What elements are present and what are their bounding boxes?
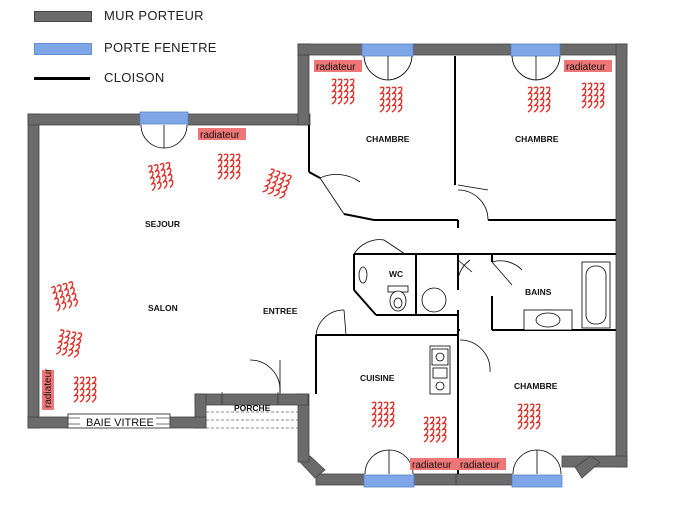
radiator-cuisine [410, 458, 458, 470]
room-label-chambre-1: CHAMBRE [366, 134, 410, 144]
radiator-label: radiateur [566, 62, 606, 73]
radiator-label: radiateur [43, 368, 54, 408]
heat-wave-icon [379, 86, 403, 113]
room-label-chambre-2: CHAMBRE [515, 134, 559, 144]
radiator-sejour [198, 128, 246, 140]
room-label-cuisine: CUISINE [360, 373, 395, 383]
sink-icon [358, 266, 573, 331]
room-label-bains: BAINS [525, 287, 552, 297]
heat-wave-icon [73, 376, 97, 403]
heat-wave-icon [55, 329, 83, 358]
radiator-salon [42, 370, 54, 410]
radiator-label: radiateur [200, 130, 240, 141]
room-label-entree: ENTREE [263, 306, 298, 316]
legend-label-cloison: CLOISON [104, 70, 165, 85]
baie-vitree-label: BAIE VITREE [86, 417, 154, 429]
door-swing-icon [140, 55, 562, 475]
heat-wave-icon [423, 416, 447, 443]
partitions [308, 56, 616, 474]
radiator-chambre-3 [458, 458, 506, 470]
heat-wave-icon [517, 403, 541, 430]
room-label-porche: PORCHE [234, 403, 271, 413]
radiator-label: radiateur [460, 460, 500, 471]
legend-label-mur-porteur: MUR PORTEUR [104, 8, 204, 23]
room-labels: CHAMBRE CHAMBRE SEJOUR SALON ENTREE WC B… [145, 134, 559, 391]
stove-icon [429, 345, 451, 395]
heat-wave-icon [331, 78, 355, 105]
heat-wave-icon [217, 153, 241, 180]
bathtub-icon [581, 261, 611, 329]
heat-wave-icon [371, 401, 395, 428]
heat-wave-icon [50, 281, 78, 312]
heat-wave-icon [147, 161, 174, 192]
radiator-chambre-2 [564, 60, 612, 72]
toilet-icon [387, 285, 409, 312]
heat-wave-icon [581, 82, 605, 109]
radiator-label: radiateur [316, 62, 356, 73]
legend-swatch-mur-porteur [34, 11, 92, 22]
room-label-salon: SALON [148, 303, 178, 313]
windows [139, 43, 563, 488]
legend-swatch-porte-fenetre [34, 43, 92, 55]
baie-vitree: BAIE VITREE [67, 413, 171, 429]
radiator-label: radiateur [412, 460, 452, 471]
room-label-sejour: SEJOUR [145, 219, 180, 229]
legend-swatch-cloison [34, 77, 90, 80]
heat-wave-icon [527, 86, 551, 113]
heat-wave-icon [262, 168, 292, 199]
heat-waves [50, 78, 605, 443]
radiators: radiateur radiateur radiateur radiateur … [42, 60, 612, 471]
radiator-chambre-1 [314, 60, 362, 72]
porch [206, 392, 298, 429]
room-label-chambre-3: CHAMBRE [514, 381, 558, 391]
room-label-wc: WC [389, 269, 403, 279]
legend-label-porte-fenetre: PORTE FENETRE [104, 40, 217, 55]
